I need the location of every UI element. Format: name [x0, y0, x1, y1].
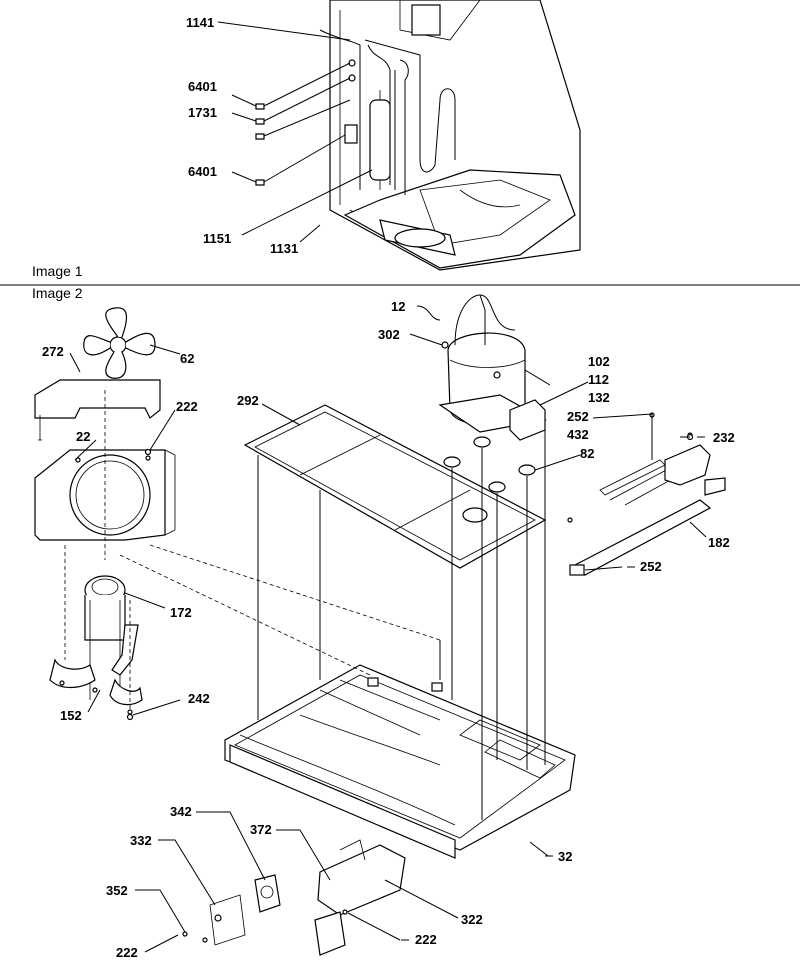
screw-242 [126, 713, 134, 721]
bracket-152-left [49, 658, 96, 689]
image1-leaders [217, 21, 373, 243]
callout-82: 82 [580, 446, 594, 461]
callout-112: 112 [588, 372, 609, 387]
callout-1131: 1131 [270, 241, 298, 256]
callout-32: 32 [558, 849, 572, 864]
image2-leaders [69, 305, 707, 953]
callout-252-upper: 252 [567, 409, 589, 424]
callout-332: 332 [130, 833, 152, 848]
callout-1731: 1731 [188, 105, 217, 120]
control-assembly [182, 839, 406, 956]
callout-302: 302 [378, 327, 400, 342]
callout-1151: 1151 [203, 231, 231, 246]
callout-182: 182 [708, 535, 730, 550]
callout-342: 342 [170, 804, 192, 819]
callout-352: 352 [106, 883, 128, 898]
fan-cover [34, 379, 161, 419]
callout-102: 102 [588, 354, 610, 369]
screw-302 [441, 341, 449, 349]
wiring-harness [567, 412, 726, 576]
callout-1141: 1141 [186, 15, 214, 30]
callout-222-bottom: 222 [116, 945, 138, 960]
callout-232: 232 [713, 430, 735, 445]
caption-image1: Image 1 [32, 263, 83, 279]
image1-drawing [255, 0, 581, 271]
callout-272: 272 [42, 344, 64, 359]
callout-222-fan: 222 [176, 399, 198, 414]
callout-62: 62 [180, 351, 194, 366]
bracket-152-right [109, 678, 143, 706]
bracket-152-arm [111, 624, 139, 676]
callout-172: 172 [170, 605, 192, 620]
callout-6401-lower: 6401 [188, 164, 217, 179]
callout-152: 152 [60, 708, 82, 723]
callout-12: 12 [391, 299, 405, 314]
callout-22: 22 [76, 429, 90, 444]
fan-shroud [34, 449, 176, 541]
base-pan [224, 664, 576, 859]
screw-222 [144, 448, 152, 456]
callout-6401-upper: 6401 [188, 79, 217, 94]
caption-image2: Image 2 [32, 285, 83, 301]
callout-132: 132 [588, 390, 610, 405]
callout-292: 292 [237, 393, 259, 408]
fan-blade [83, 307, 156, 379]
callout-242: 242 [188, 691, 210, 706]
callout-372: 372 [250, 822, 272, 837]
callout-252-lower: 252 [640, 559, 662, 574]
callout-322: 322 [461, 912, 483, 927]
grommets [443, 436, 536, 493]
callout-222-damper: 222 [415, 932, 437, 947]
assembly-guide-lines [64, 390, 546, 820]
callout-432: 432 [567, 427, 589, 442]
